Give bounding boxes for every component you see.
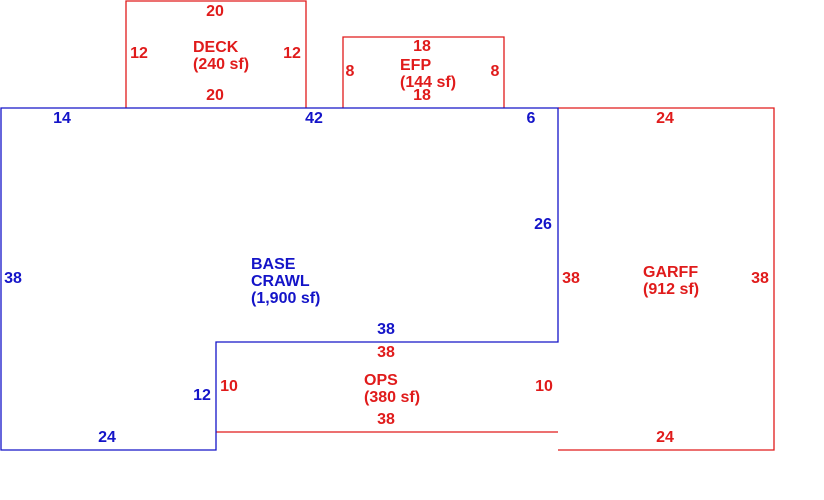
efp-outline [342,36,505,108]
dim-garff-top: 24 [656,110,674,127]
deck-name: DECK [193,39,239,56]
dim-base-left: 38 [4,270,22,287]
dim-ops-right: 10 [535,378,553,395]
garff-area: (912 sf) [643,281,700,298]
dim-garff-left: 38 [562,270,580,287]
deck-area: (240 sf) [193,56,250,73]
dim-ops-top: 38 [377,344,395,361]
dim-base-step-side: 12 [193,387,211,404]
dim-base-bottom: 24 [98,429,116,446]
base-crawl-outline [0,107,559,451]
dim-efp-bottom: 18 [413,87,431,104]
ops-name: OPS [364,372,398,389]
efp-area: (144 sf) [400,74,457,91]
dim-base-right: 26 [534,216,552,233]
deck-outline [125,0,307,108]
dim-efp-left: 8 [345,63,355,80]
dim-ops-left: 10 [220,378,238,395]
efp-label: EFP (144 sf) [400,57,456,91]
efp-name: EFP [400,57,432,74]
dim-base-top-left: 14 [53,110,71,127]
dim-efp-right: 8 [490,63,500,80]
garff-name: GARFF [643,264,699,281]
base-name-line2: CRAWL [251,273,310,290]
garff-outline [558,107,775,451]
dim-base-top-right: 6 [526,110,536,127]
dim-deck-top: 20 [206,3,224,20]
dim-deck-left: 12 [130,45,148,62]
dim-ops-bottom: 38 [377,411,395,428]
dim-deck-bottom: 20 [206,87,224,104]
dim-base-step-top: 38 [377,321,395,338]
dim-garff-bottom: 24 [656,429,674,446]
deck-label: DECK (240 sf) [193,39,249,73]
ops-area: (380 sf) [364,389,421,406]
garff-label: GARFF (912 sf) [643,264,699,298]
dim-garff-right: 38 [751,270,769,287]
base-crawl-label: BASE CRAWL (1,900 sf) [251,256,320,307]
dim-deck-right: 12 [283,45,301,62]
dim-efp-top: 18 [413,38,431,55]
ops-label: OPS (380 sf) [364,372,420,406]
dim-base-top-mid: 42 [305,110,323,127]
base-name-line1: BASE [251,256,296,273]
base-area: (1,900 sf) [251,290,321,307]
